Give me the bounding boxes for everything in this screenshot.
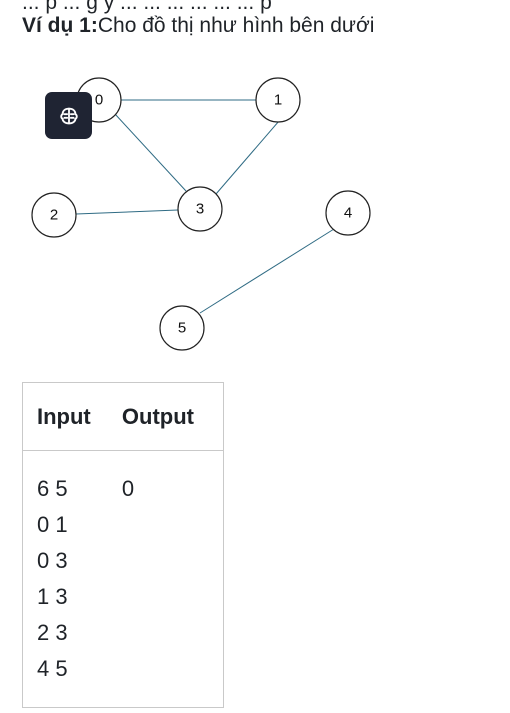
edge-4-5: [199, 228, 335, 314]
input-line: 1 3: [37, 584, 68, 609]
edge-1-3: [215, 120, 280, 195]
output-cell: 0: [116, 451, 224, 708]
node-2: 2: [31, 192, 77, 238]
ai-assistant-button[interactable]: [45, 92, 92, 139]
input-line: 2 3: [37, 620, 68, 645]
graph-diagram: 0 1 2 3 4 5: [31, 77, 371, 351]
example-description: Cho đồ thị như hình bên dưới: [97, 14, 375, 37]
input-line: 6 5: [37, 476, 68, 501]
node-5-label: 5: [178, 320, 186, 337]
clipped-top-text: ... p ... g y ... ... ... ... ... ... p: [22, 0, 272, 14]
input-line: 0 1: [37, 512, 68, 537]
node-3-label: 3: [196, 201, 204, 218]
node-1: 1: [255, 77, 301, 123]
node-1-label: 1: [274, 92, 282, 109]
input-line: 4 5: [37, 656, 68, 681]
example-heading: Ví dụ 1:Cho đồ thị như hình bên dưới: [22, 12, 374, 40]
node-4-label: 4: [344, 205, 352, 222]
node-5: 5: [159, 305, 205, 351]
output-line: 0: [121, 476, 135, 501]
example-label: Ví dụ 1:: [22, 14, 98, 37]
edge-2-3: [75, 209, 179, 215]
brain-icon: [59, 107, 78, 124]
input-line: 0 3: [37, 548, 68, 573]
input-header: Input: [22, 382, 116, 451]
node-0-label: 0: [95, 92, 103, 109]
node-4: 4: [325, 190, 371, 236]
edge-0-3: [114, 113, 187, 192]
node-3: 3: [177, 186, 223, 232]
io-table: Input Output 6 5 0 1 0 3 1 3 2 3 4 5 0: [22, 382, 224, 708]
output-header: Output: [115, 382, 224, 451]
node-2-label: 2: [50, 207, 58, 224]
input-cell: 6 5 0 1 0 3 1 3 2 3 4 5: [23, 451, 116, 708]
